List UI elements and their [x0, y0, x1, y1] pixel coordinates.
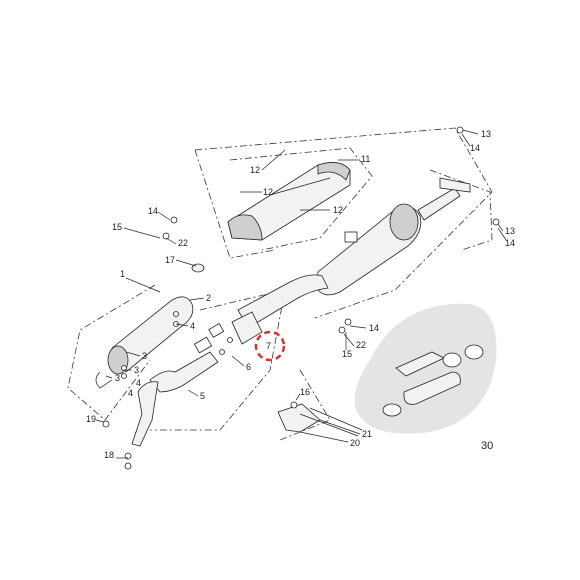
callout-1: 1 [120, 269, 125, 279]
callout-16: 16 [300, 387, 310, 397]
inset-panel [354, 303, 497, 434]
callout-19: 19 [86, 414, 96, 424]
callout-7: 7 [266, 341, 271, 351]
highlight-ring [254, 330, 286, 362]
callout-3: 3 [134, 365, 139, 375]
callout-20: 20 [350, 438, 360, 448]
callout-4: 4 [190, 321, 195, 331]
callout-22: 22 [356, 340, 366, 350]
callout-13: 13 [481, 129, 491, 139]
page-number: 30 [481, 440, 493, 452]
callout-14: 14 [369, 323, 379, 333]
mount-bracket [277, 403, 363, 437]
callout-4: 4 [128, 388, 133, 398]
callout-21: 21 [362, 429, 372, 439]
callout-4: 4 [136, 378, 141, 388]
callout-3: 3 [115, 373, 120, 383]
callout-12: 12 [263, 187, 273, 197]
leader-lines [95, 129, 507, 459]
header-pipes [131, 322, 225, 447]
callout-3: 3 [142, 351, 147, 361]
callout-6: 6 [246, 362, 251, 372]
callout-22: 22 [178, 238, 188, 248]
callout-15: 15 [342, 349, 352, 359]
assembly-boundaries [67, 127, 493, 441]
callout-12: 12 [250, 165, 260, 175]
heat-shield [227, 162, 351, 241]
callout-14: 14 [148, 206, 158, 216]
callout-14: 14 [470, 143, 480, 153]
callout-14: 14 [505, 238, 515, 248]
callout-2: 2 [206, 293, 211, 303]
callout-17: 17 [165, 255, 175, 265]
callout-18: 18 [104, 450, 114, 460]
main-muffler [315, 177, 471, 296]
callout-12: 12 [333, 205, 343, 215]
callout-labels: 13 14 13 14 11 12 12 12 14 15 22 17 1 2 … [86, 129, 515, 460]
mid-pipe [231, 274, 329, 345]
callout-15: 15 [112, 222, 122, 232]
callout-13: 13 [505, 226, 515, 236]
hardware [102, 126, 500, 470]
callout-5: 5 [200, 391, 205, 401]
callout-11: 11 [361, 154, 370, 164]
